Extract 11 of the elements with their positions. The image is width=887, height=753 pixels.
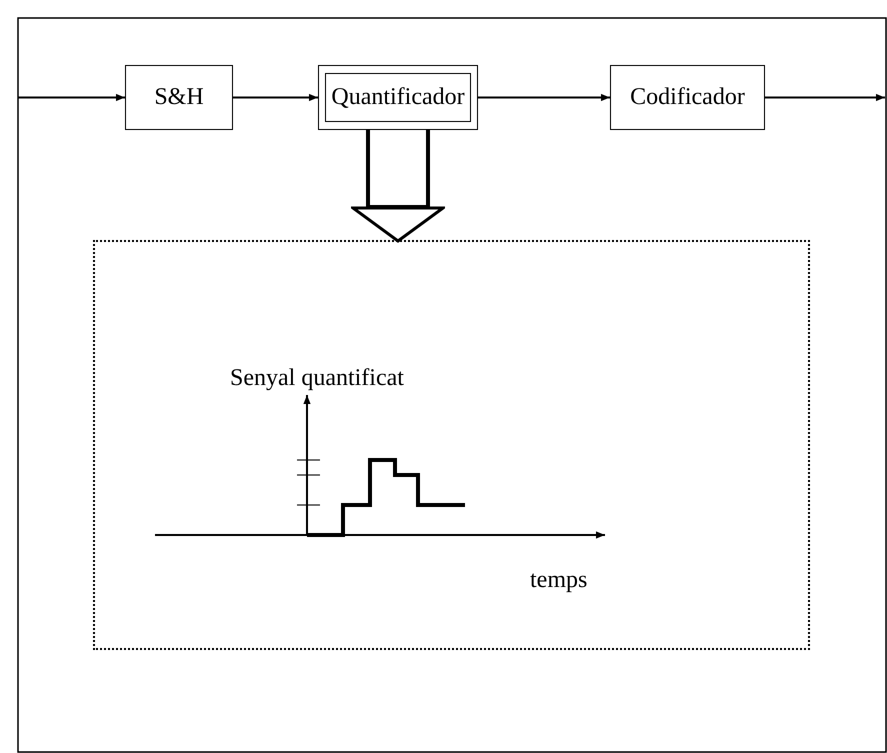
- process-box: S&H: [125, 65, 233, 130]
- arrow: [18, 94, 125, 102]
- axis-label: temps: [530, 567, 588, 594]
- dashed-region: [93, 240, 810, 650]
- arrow: [765, 94, 885, 102]
- process-box: Codificador: [610, 65, 765, 130]
- arrow: [233, 94, 318, 102]
- process-box: Quantificador: [318, 65, 478, 130]
- axis-label: Senyal quantificat: [230, 365, 404, 392]
- arrow: [478, 94, 610, 102]
- hollow-arrow: [352, 128, 444, 242]
